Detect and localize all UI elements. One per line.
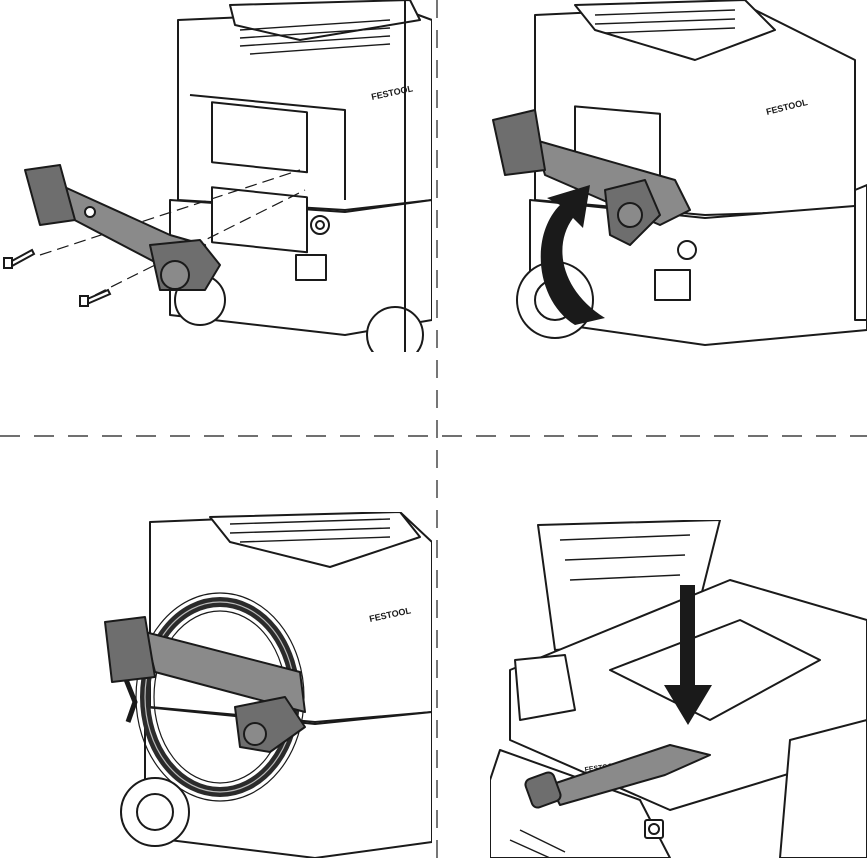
down-arrow-icon <box>664 585 712 725</box>
step-attach-handle-illustration: FESTOOL <box>3 0 432 352</box>
carry-handle <box>24 164 221 291</box>
step-wind-cable-illustration: FESTOOL <box>104 512 432 858</box>
step-rotate-handle-illustration: FESTOOL <box>492 0 867 346</box>
mount-hole <box>677 240 697 260</box>
label-plate <box>211 101 308 174</box>
hose <box>524 744 711 809</box>
rotate-arrow-icon <box>540 185 605 325</box>
carry-handle <box>492 109 691 246</box>
side-panel <box>779 719 867 858</box>
carry-handle <box>104 616 306 753</box>
screw-icon <box>79 288 112 307</box>
screw-icon <box>3 248 36 269</box>
rear-wheel <box>366 306 424 352</box>
step-store-hose-illustration: FESTOOL <box>490 520 867 858</box>
